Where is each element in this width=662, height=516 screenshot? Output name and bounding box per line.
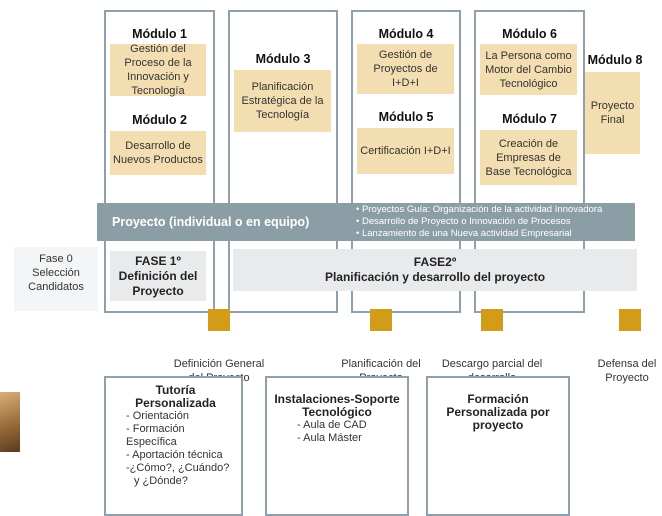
formacion-title: proyecto (472, 418, 524, 432)
module-8-box: Proyecto Final (585, 72, 640, 154)
module-6-title: Módulo 6 (502, 27, 557, 41)
tutoria-item: - Formación Específica (126, 423, 185, 448)
proyecto-title: Proyecto (individual o en equipo) (112, 215, 310, 229)
milestone-text: Planificación del (341, 358, 421, 370)
formacion-title: Formación (467, 392, 529, 406)
fase0-line: Selección (32, 267, 80, 279)
fase0-box: Fase 0 Selección Candidatos (14, 247, 98, 311)
fase1-line: Proyecto (132, 284, 184, 298)
milestone-text: Proyecto (605, 372, 649, 384)
module-1-box: Gestión del Proceso de la Innovación y T… (110, 43, 206, 97)
instalaciones-title: Tecnológico (302, 405, 372, 419)
module-3-title: Módulo 3 (255, 52, 311, 66)
instalaciones-box: Instalaciones-Soporte Tecnológico - Aula… (265, 376, 409, 516)
tutoria-box: Tutoría Personalizada - Orientación - Fo… (104, 376, 243, 516)
fase2-line: FASE2º (413, 255, 457, 269)
instalaciones-item: - Aula de CAD (297, 419, 367, 431)
proyecto-bar (97, 203, 635, 241)
milestone-marker-4 (619, 309, 641, 331)
instalaciones-item: - Aula Máster (297, 432, 362, 444)
milestone-marker-1 (208, 309, 230, 331)
module-6-box: La Persona como Motor del Cambio Tecnoló… (480, 44, 577, 95)
module-7-title: Módulo 7 (502, 112, 557, 126)
milestone-text: Defensa del (597, 358, 657, 370)
proyecto-bullet: • Proyectos Guía: Organización de la act… (356, 204, 603, 215)
person-photo (0, 392, 20, 452)
module-5-title: Módulo 5 (378, 110, 434, 124)
milestone-marker-3 (481, 309, 503, 331)
module-3-label: Planificación Estratégica de la Tecnolog… (241, 81, 324, 121)
module-5-label: Certificación I+D+I (360, 145, 451, 157)
milestone-marker-2 (370, 309, 392, 331)
tutoria-item: - Orientación (126, 410, 189, 422)
tutoria-item: y ¿Dónde? (134, 475, 188, 487)
proyecto-bullet: • Lanzamiento de una Nueva actividad Emp… (356, 228, 572, 239)
module-6-label: La Persona como Motor del Cambio Tecnoló… (485, 49, 572, 90)
module-7-box: Creación de Empresas de Base Tecnológica (480, 130, 577, 185)
fase2-box: FASE2º Planificación y desarrollo del pr… (233, 249, 637, 291)
module-7-label: Creación de Empresas de Base Tecnológica (485, 137, 572, 178)
module-3-box: Planificación Estratégica de la Tecnolog… (234, 70, 331, 132)
tutoria-item: - Aportación técnica (126, 449, 223, 461)
tutoria-item: -¿Cómo?, ¿Cuándo? (126, 462, 230, 474)
fase0-line: Candidatos (28, 281, 84, 293)
proyecto-bullets: • Proyectos Guía: Organización de la act… (356, 204, 641, 240)
milestone-label-4: Defensa del Proyecto (594, 357, 660, 385)
instalaciones-title: Instalaciones-Soporte (274, 392, 400, 406)
module-4-title: Módulo 4 (378, 27, 434, 41)
module-8-title: Módulo 8 (587, 53, 643, 67)
module-2-label: Desarrollo de Nuevos Productos (113, 140, 203, 166)
fase1-line: Definición del (118, 269, 198, 283)
fase0-line: Fase 0 (39, 253, 73, 265)
tutoria-title: Tutoría Personalizada (135, 383, 216, 410)
proyecto-bullet: • Desarrollo de Proyecto o Innovación de… (356, 216, 571, 227)
formacion-box: Formación Personalizada por proyecto (426, 376, 570, 516)
module-8-label: Proyecto Final (590, 100, 635, 126)
milestone-text: Definición General (173, 358, 265, 370)
module-5-box: Certificación I+D+I (357, 128, 454, 174)
module-2-box: Desarrollo de Nuevos Productos (110, 131, 206, 175)
milestone-text: Descargo parcial del (441, 358, 543, 370)
fase1-line: FASE 1º (135, 254, 181, 268)
formacion-title: Personalizada por (446, 405, 550, 419)
module-1-label: Gestión del Proceso de la Innovación y T… (124, 43, 192, 97)
fase2-line: Planificación y desarrollo del proyecto (324, 270, 546, 284)
module-4-box: Gestión de Proyectos de I+D+I (357, 44, 454, 94)
module-2-title: Módulo 2 (132, 113, 187, 127)
module-1-title: Módulo 1 (132, 27, 187, 41)
module-4-label: Gestión de Proyectos de I+D+I (373, 49, 438, 89)
fase1-box: FASE 1º Definición del Proyecto (110, 251, 206, 301)
